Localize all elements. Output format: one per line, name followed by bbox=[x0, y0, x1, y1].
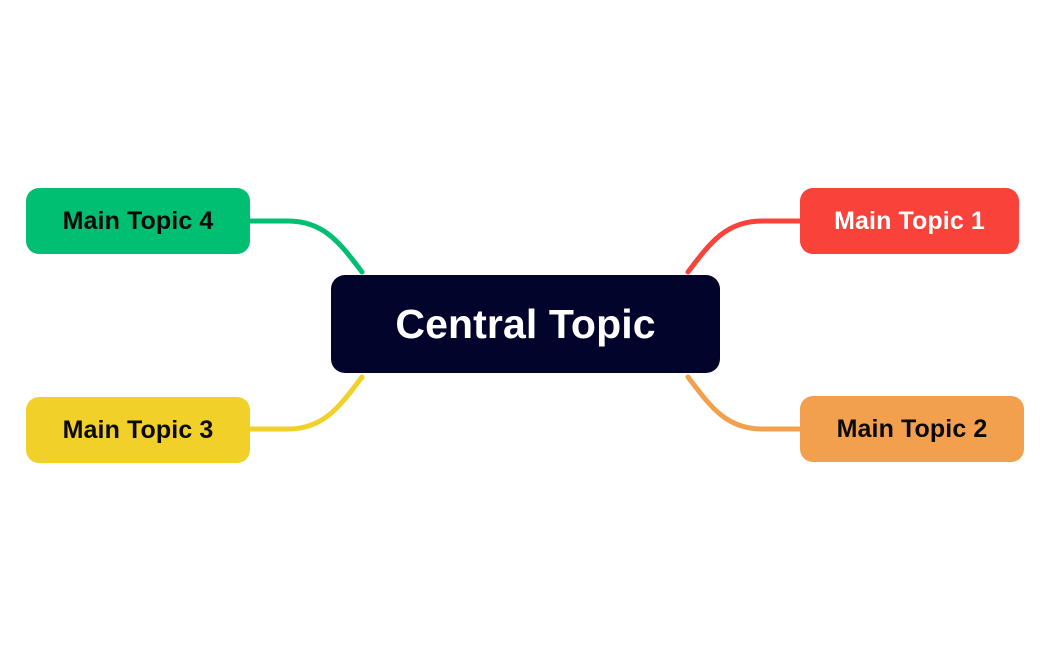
node-main-topic-1[interactable]: Main Topic 1 bbox=[800, 188, 1019, 254]
node-main-topic-4[interactable]: Main Topic 4 bbox=[26, 188, 250, 254]
node-central-topic[interactable]: Central Topic bbox=[331, 275, 720, 373]
node-label-main-topic-3: Main Topic 3 bbox=[62, 415, 214, 444]
node-main-topic-2[interactable]: Main Topic 2 bbox=[800, 396, 1024, 462]
connector-topic-1 bbox=[685, 218, 803, 275]
connector-topic-4 bbox=[247, 218, 365, 275]
connector-topic-2 bbox=[685, 374, 803, 432]
node-label-main-topic-4: Main Topic 4 bbox=[62, 206, 214, 235]
node-label-central-topic: Central Topic bbox=[395, 300, 656, 347]
node-main-topic-3[interactable]: Main Topic 3 bbox=[26, 397, 250, 463]
node-label-main-topic-2: Main Topic 2 bbox=[836, 414, 988, 443]
node-label-main-topic-1: Main Topic 1 bbox=[834, 206, 985, 235]
connector-topic-3 bbox=[247, 374, 365, 432]
